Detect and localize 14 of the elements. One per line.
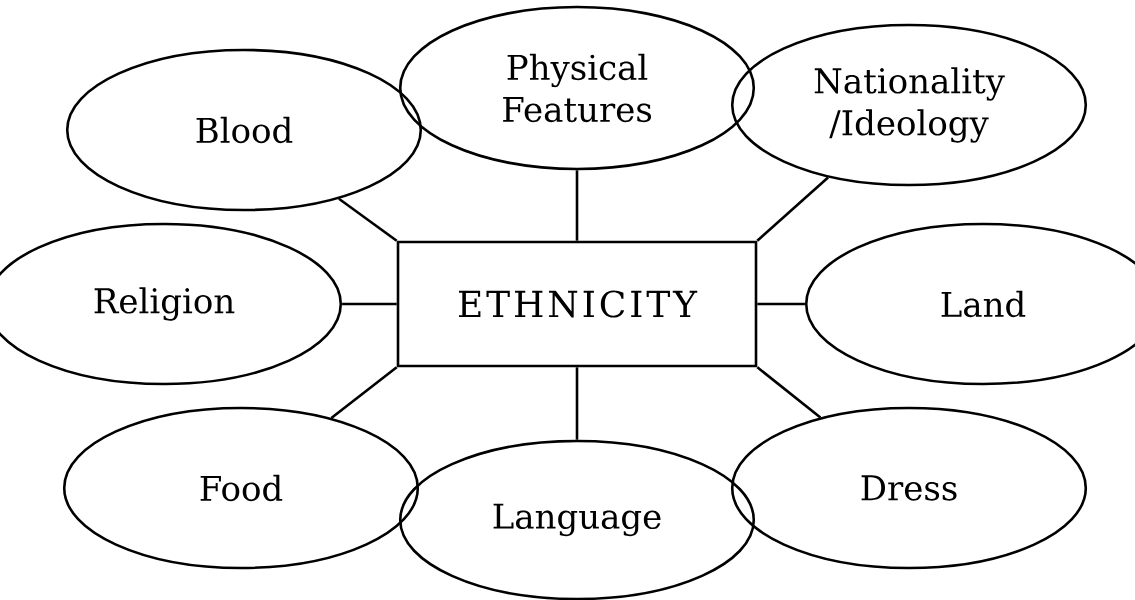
connector-line xyxy=(575,170,579,241)
connector-line xyxy=(756,366,822,419)
connector-line xyxy=(757,302,805,306)
connector-line xyxy=(330,366,398,419)
connector-line xyxy=(756,176,829,242)
ellipse-node: Physical Features xyxy=(398,5,756,171)
connector-line xyxy=(342,302,397,306)
connector-line xyxy=(338,197,398,242)
ellipse-node: Dress xyxy=(730,406,1088,570)
ellipse-node: Nationality/Ideology xyxy=(730,23,1088,187)
connector-line xyxy=(575,367,579,440)
ellipse-node: Food xyxy=(62,406,420,570)
center-box: ETHNICITY xyxy=(396,240,758,368)
ellipse-node: Blood xyxy=(65,48,423,212)
